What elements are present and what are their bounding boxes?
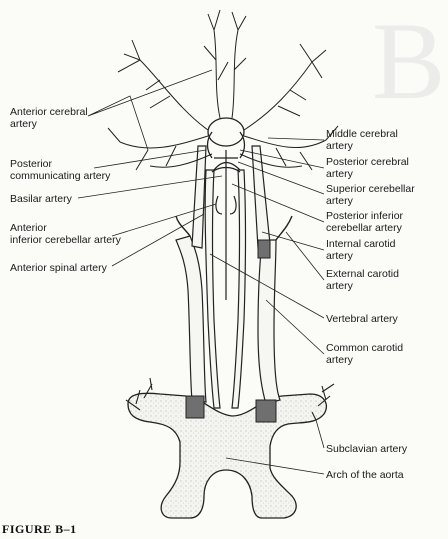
label-vertebral-artery: Vertebral artery — [326, 313, 398, 325]
label-basilar-artery: Basilar artery — [10, 193, 72, 205]
label-superior-cerebellar-artery: Superior cerebellar artery — [326, 183, 415, 207]
label-arch-of-the-aorta: Arch of the aorta — [326, 469, 404, 481]
label-common-carotid-artery: Common carotid artery — [326, 342, 403, 366]
label-posterior-cerebral-artery: Posterior cerebral artery — [326, 156, 409, 180]
label-middle-cerebral-artery: Middle cerebral artery — [326, 128, 398, 152]
label-posterior-inferior-cerebellar-artery: Posterior inferior cerebellar artery — [326, 210, 403, 234]
label-subclavian-artery: Subclavian artery — [326, 443, 407, 455]
basilar-spinal — [214, 150, 240, 300]
label-anterior-spinal-artery: Anterior spinal artery — [10, 262, 107, 274]
aortic-arch — [128, 393, 326, 518]
figure-caption: FIGURE B–1 — [2, 522, 77, 537]
label-internal-carotid-artery: Internal carotid artery — [326, 238, 395, 262]
label-posterior-communicating-artery: Posterior communicating artery — [10, 158, 110, 182]
label-anterior-inferior-cerebellar-artery: Anterior inferior cerebellar artery — [10, 222, 121, 246]
label-external-carotid-artery: External carotid artery — [326, 268, 399, 292]
label-anterior-cerebral-artery: Anterior cerebral artery — [10, 106, 88, 130]
